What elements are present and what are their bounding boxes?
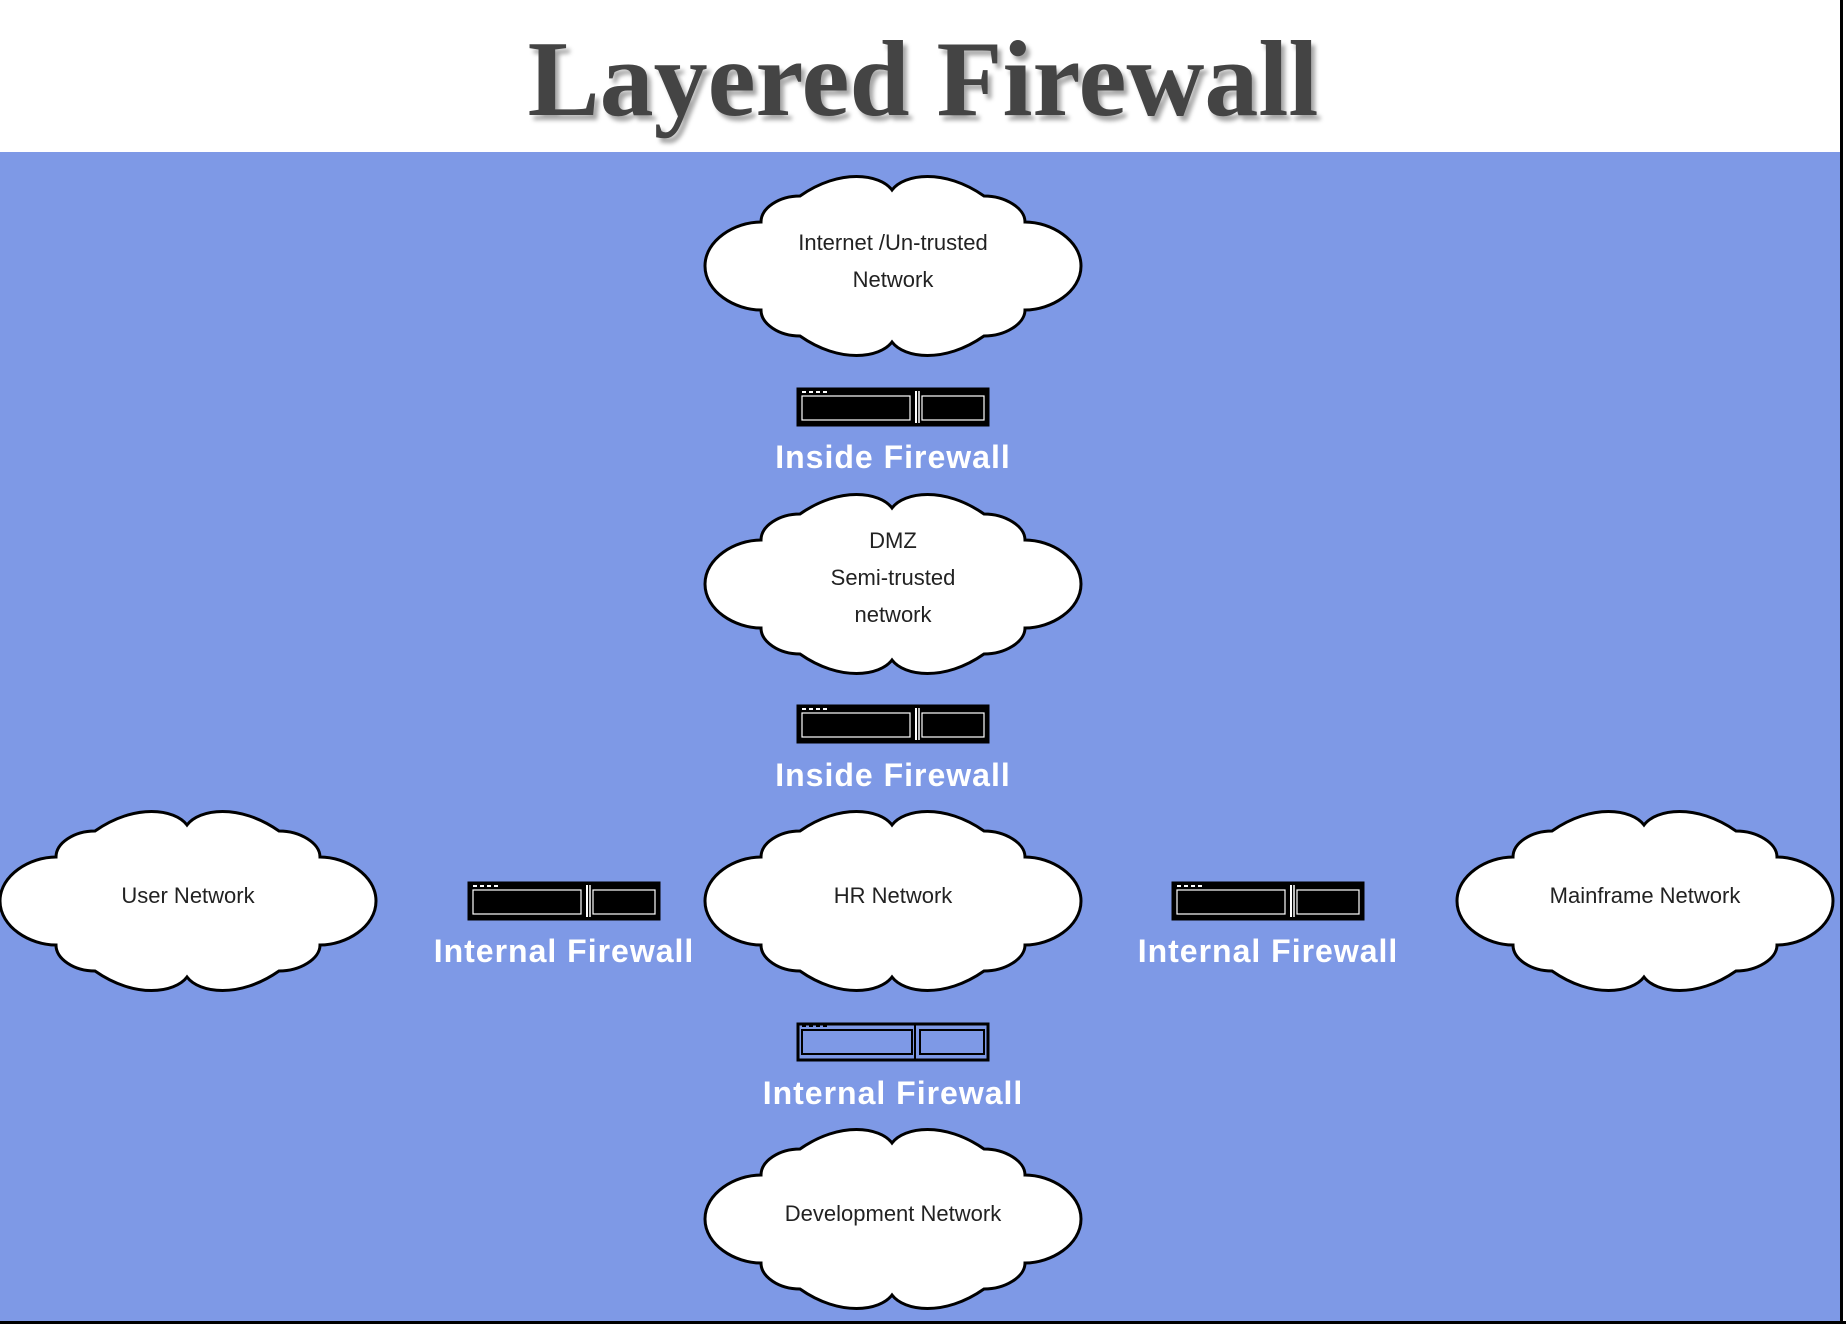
cloud-mainframe: Mainframe Network (1455, 810, 1835, 992)
user-network-label: User Network (121, 883, 255, 908)
firewall-label: Inside Firewall (775, 757, 1011, 793)
cloud-development: Development Network (703, 1128, 1083, 1310)
internet-cloud-shape (703, 175, 1083, 357)
bottom-border (0, 1321, 1846, 1324)
dmz-cloud-shape (703, 493, 1083, 675)
firewall-label: Internal Firewall (763, 1075, 1024, 1111)
user-cloud-shape (0, 810, 378, 992)
mainframe-cloud-shape (1455, 810, 1835, 992)
firewall-fw4: Internal Firewall (1138, 881, 1399, 969)
firewall-fw2: Inside Firewall (775, 704, 1011, 793)
cloud-hr: HR Network (703, 810, 1083, 992)
firewall-icon (467, 881, 661, 921)
firewall-icon (796, 1022, 990, 1062)
firewall-fw5: Internal Firewall (763, 1022, 1024, 1111)
development-network-label: Development Network (785, 1201, 1002, 1226)
firewall-label: Internal Firewall (1138, 933, 1399, 969)
firewall-label: Inside Firewall (775, 439, 1011, 475)
cloud-user: User Network (0, 810, 378, 992)
right-border (1840, 0, 1843, 1324)
firewall-icon (1171, 881, 1365, 921)
firewall-label: Internal Firewall (434, 933, 695, 969)
mainframe-network-label: Mainframe Network (1550, 883, 1742, 908)
dmz-network-label: DMZ (869, 528, 917, 553)
firewall-fw1: Inside Firewall (775, 387, 1011, 475)
firewall-icon (796, 387, 990, 427)
dmz-network-label: network (854, 602, 932, 627)
firewall-fw3: Internal Firewall (434, 881, 695, 969)
cloud-dmz: DMZ Semi-trusted network (703, 493, 1083, 675)
hr-network-label: HR Network (834, 883, 954, 908)
hr-cloud-shape (703, 810, 1083, 992)
firewall-icon (796, 704, 990, 744)
development-cloud-shape (703, 1128, 1083, 1310)
internet-network-label: Network (853, 267, 935, 292)
slide-title: Layered Firewall (527, 20, 1319, 139)
internet-network-label: Internet /Un-trusted (798, 230, 988, 255)
dmz-network-label: Semi-trusted (831, 565, 956, 590)
